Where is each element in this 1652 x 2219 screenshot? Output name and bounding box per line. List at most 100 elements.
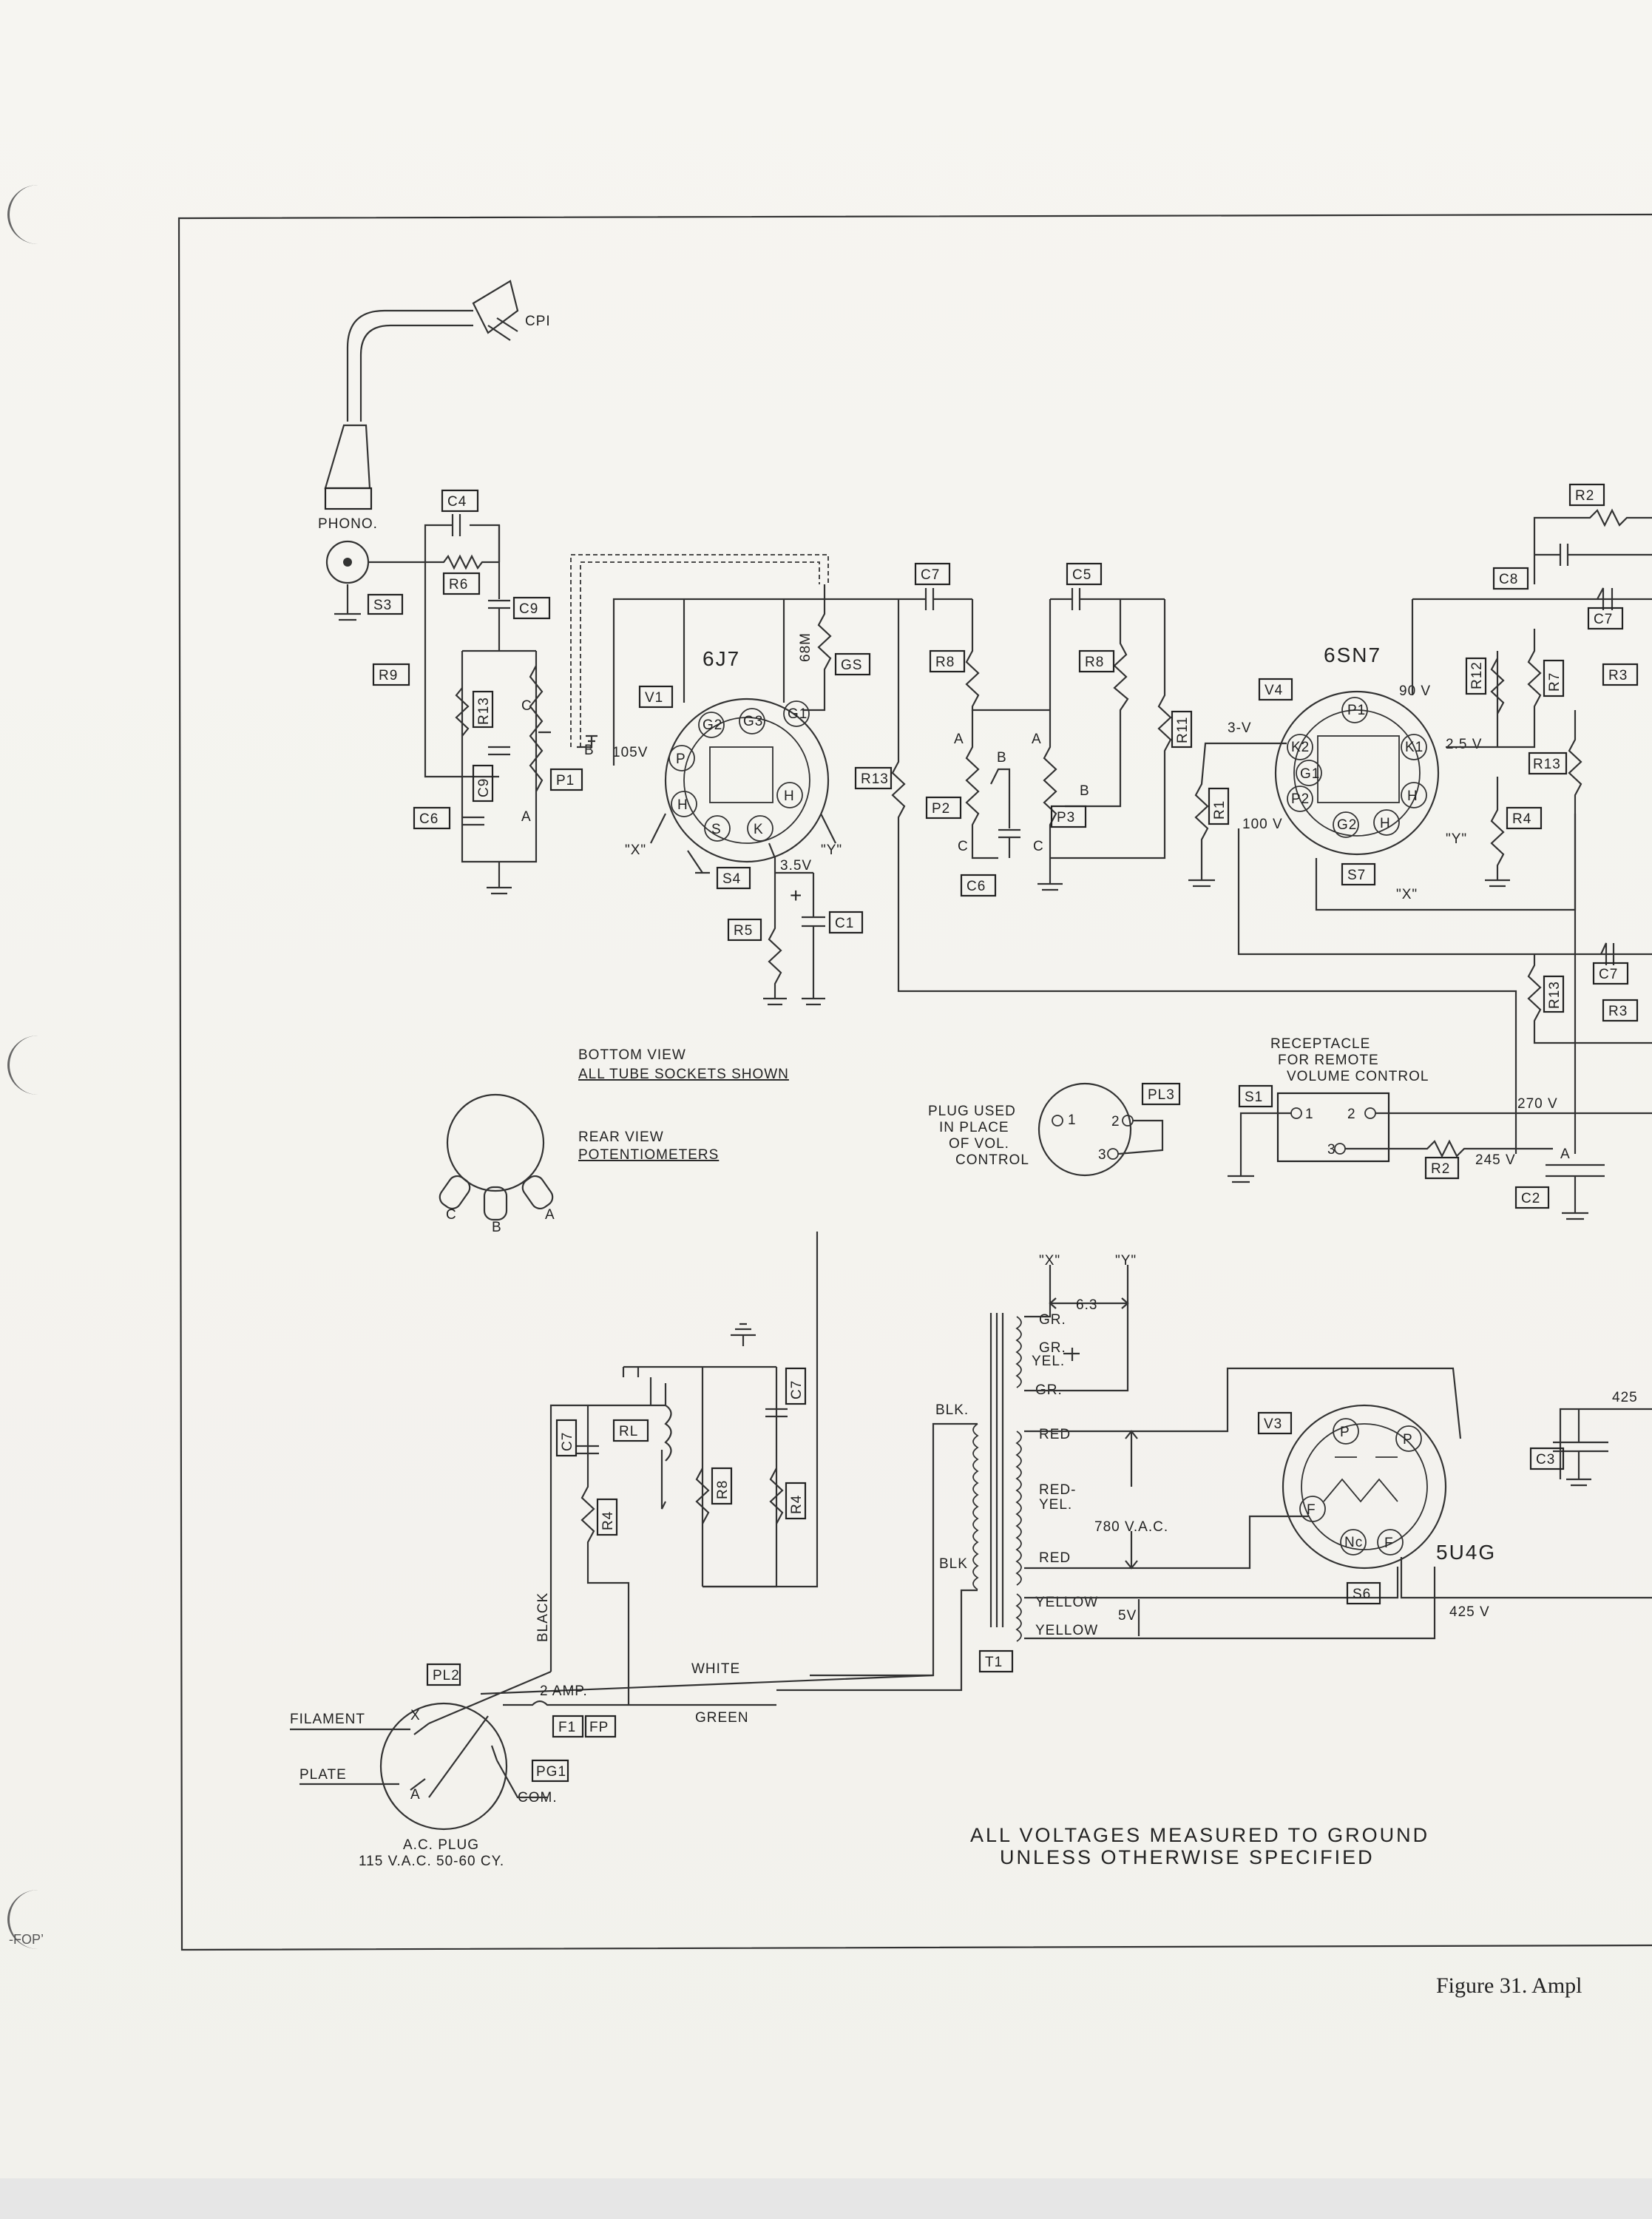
c4-label: C4: [447, 494, 467, 510]
fp-box: [584, 1715, 617, 1738]
svg-text:F: F: [1384, 1536, 1394, 1551]
v425b-label: 425: [1612, 1390, 1638, 1405]
r1-box-a: [1208, 787, 1230, 825]
svg-text:3: 3: [1098, 1147, 1107, 1163]
punch-hole-mark: [7, 1036, 69, 1095]
r9-box: [372, 663, 410, 686]
svg-text:Nc: Nc: [1344, 1535, 1363, 1550]
svg-text:P2: P2: [1291, 791, 1310, 807]
phono-label: PHONO.: [318, 516, 378, 532]
gs-label: GS: [841, 658, 862, 673]
t1-label: T1: [985, 1655, 1003, 1670]
v4-y-mark: "Y": [1446, 831, 1467, 847]
note-all-sockets: ALL TUBE SOCKETS SHOWN: [578, 1067, 789, 1082]
svg-text:K: K: [754, 822, 764, 837]
pot-pin-b: B: [492, 1220, 502, 1235]
c7-box-d: [555, 1419, 578, 1457]
svg-text:YELLOW: YELLOW: [1035, 1595, 1098, 1610]
s6-label: S6: [1353, 1587, 1371, 1602]
v4-x-mark: "X": [1396, 887, 1418, 902]
p3-box: [1050, 805, 1087, 828]
gs-resistor-value: 68M: [798, 632, 813, 662]
cp1-label: CPI: [525, 314, 551, 329]
svg-text:P: P: [676, 752, 686, 767]
receptacle-box: [1276, 1092, 1390, 1163]
r3-label-b: R3: [1608, 1004, 1628, 1019]
transformer-t1: [972, 1313, 1022, 1642]
figure-caption: Figure 31. Ampl: [1436, 1973, 1582, 1998]
filament-label: FILAMENT: [290, 1712, 365, 1727]
t1-5v: 5V: [1118, 1608, 1137, 1624]
svg-text:YEL.: YEL.: [1032, 1354, 1065, 1369]
c6-label-b: C6: [967, 879, 986, 894]
pl2-box: [426, 1663, 461, 1686]
r6-box: [442, 572, 481, 595]
c5-box: [1066, 562, 1103, 586]
svg-text:G3: G3: [743, 714, 763, 729]
tube-v4-socket: K2 P1 K1 P2 G2 H H G1: [1274, 690, 1440, 856]
rec-note-1: RECEPTACLE: [1270, 1036, 1370, 1052]
c8-box: [1492, 567, 1529, 590]
svg-text:RED: RED: [1039, 1550, 1071, 1566]
v4-grid-voltage: 3-V: [1228, 720, 1252, 736]
p1-pin-c: C: [521, 698, 532, 714]
svg-text:C: C: [1033, 839, 1044, 854]
r5-box: [727, 918, 762, 942]
v1-type-label: 6J7: [703, 647, 740, 670]
p3-label: P3: [1057, 810, 1075, 825]
svg-text:G2: G2: [703, 717, 722, 733]
measurement-note-1: ALL VOLTAGES MEASURED TO GROUND: [970, 1824, 1429, 1846]
phono-cable: CPI PHONO.: [318, 280, 551, 621]
pl3-label: PL3: [1148, 1087, 1175, 1103]
c8-label: C8: [1499, 572, 1518, 587]
svg-text:3: 3: [1327, 1142, 1336, 1158]
punch-hole-mark: [7, 185, 69, 244]
c6-box-a: [413, 806, 451, 830]
v3-type-label: 5U4G: [1436, 1541, 1496, 1564]
svg-text:C: C: [958, 839, 969, 854]
r2-box-a: [1568, 483, 1605, 507]
r11-box: [1171, 710, 1193, 749]
svg-text:S: S: [711, 822, 722, 837]
corner-mark: -FOP’: [9, 1932, 44, 1947]
ac-plug-label: A.C. PLUG: [403, 1837, 479, 1853]
fuse-rating: 2 AMP.: [540, 1683, 588, 1699]
t1-63v: 6.3: [1076, 1297, 1097, 1313]
svg-text:YEL.: YEL.: [1039, 1497, 1072, 1513]
svg-text:B: B: [1080, 783, 1090, 799]
c6-label-a: C6: [419, 811, 439, 827]
svg-text:K2: K2: [1291, 740, 1310, 755]
r3-label-a: R3: [1608, 668, 1628, 683]
plug-note-1: PLUG USED: [928, 1104, 1016, 1119]
s6-box: [1346, 1581, 1381, 1605]
fp-label: FP: [589, 1720, 609, 1735]
svg-text:G1: G1: [788, 706, 808, 722]
punch-hole-mark: [7, 1890, 69, 1949]
svg-text:H: H: [1380, 816, 1391, 831]
r7-label: R7: [1547, 672, 1563, 692]
c7-label-a: C7: [921, 567, 940, 583]
p2-box: [925, 796, 962, 820]
c6-box-b: [960, 874, 997, 897]
svg-text:P: P: [1403, 1432, 1413, 1448]
c7-box-b: [1587, 607, 1624, 630]
rec-note-2: FOR REMOTE: [1278, 1053, 1379, 1068]
svg-text:RED-: RED-: [1039, 1482, 1076, 1498]
v3-label: V3: [1264, 1416, 1282, 1432]
r6-label: R6: [449, 577, 468, 592]
c9b-box: [472, 764, 494, 803]
s7-box: [1341, 862, 1376, 886]
svg-text:H: H: [1407, 788, 1418, 804]
svg-text:A: A: [410, 1787, 421, 1803]
p1-pin-b: B: [584, 743, 595, 758]
pl3-box: [1141, 1082, 1181, 1106]
svg-text:1: 1: [1068, 1112, 1077, 1128]
r7-box: [1543, 659, 1565, 698]
note-bottom-view: BOTTOM VIEW: [578, 1047, 686, 1063]
r2-label-a: R2: [1575, 488, 1594, 504]
r13-box-d: [1543, 975, 1565, 1013]
svg-text:A: A: [954, 732, 964, 747]
white-wire-label: WHITE: [691, 1661, 740, 1677]
v3-box: [1257, 1411, 1293, 1435]
c5-label: C5: [1072, 567, 1091, 583]
